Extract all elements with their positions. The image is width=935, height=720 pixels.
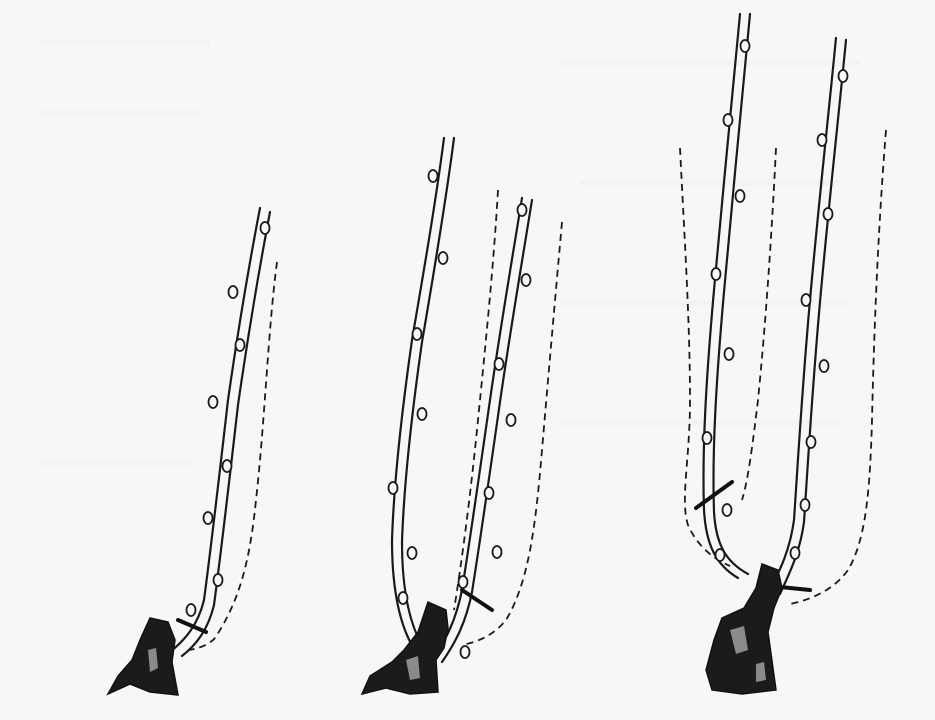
pruning-diagram [0, 0, 935, 720]
